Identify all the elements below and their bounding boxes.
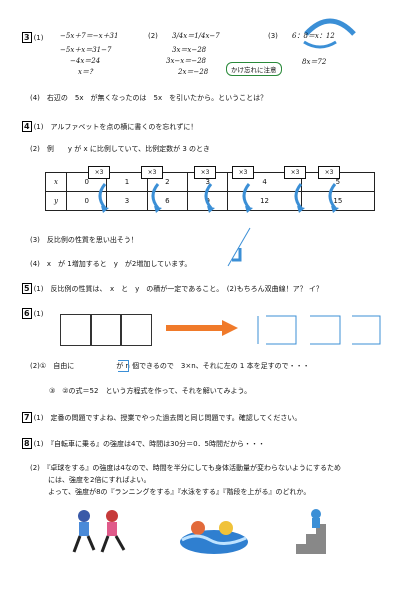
q4-number: 4 xyxy=(22,121,32,132)
y-cell: 15 xyxy=(300,191,376,211)
q6-p2: (2)① 自由に が n 個できるので 3×n、それに左の 1 本を足すので・・… xyxy=(30,362,310,370)
q3-p1-label: (1) xyxy=(33,34,44,42)
q3-p3-line2: 8x＝72 xyxy=(302,58,327,66)
q8-p2-line1: (2) 『卓球をする』の強度は4なので、時間を半分にしても身体活動量が変わらない… xyxy=(30,464,341,472)
open-squares-icon xyxy=(257,315,381,345)
q8-p2-line3: よって、強度が8の『ランニングをする』『水泳をする』『階段を上がる』のどれか。 xyxy=(48,488,311,496)
slope-triangle-icon xyxy=(227,227,251,267)
times3-label: ×3 xyxy=(88,166,110,179)
ratio-arc-icon xyxy=(304,18,356,36)
q5-number: 5 xyxy=(22,283,32,294)
q7-line: 7(1) 定番の問題ですよね、授業でやった過去問と同じ問題です。確認してください… xyxy=(22,412,301,423)
q5-p1: (1) 反比例の性質は、 x と y の積が一定であること。 (2)もちろん双曲… xyxy=(33,285,323,293)
open-square-icon xyxy=(118,360,129,372)
q6-p3: ③ ②の式＝52 という方程式を作って、それを解いてみよう。 xyxy=(49,387,252,395)
callout-bubble: かけ忘れに注意 xyxy=(226,62,282,76)
ratio-arc-lower-icon xyxy=(303,40,337,49)
q3-p1-line4: x＝？ xyxy=(78,68,96,76)
q8-p2-line2: には、強度を2倍にすればよい。 xyxy=(48,476,151,484)
q6-p1: (1) xyxy=(33,310,44,318)
q3-p3-line1: 6：8＝x：12 xyxy=(292,32,335,40)
swimming-illustration xyxy=(180,521,248,554)
matchstick-square xyxy=(120,314,152,346)
q8-number: 8 xyxy=(22,438,32,449)
times3-label: ×3 xyxy=(141,166,163,179)
y-cell: 3 xyxy=(106,191,148,211)
orange-arrow-icon xyxy=(166,320,238,336)
q4-p1: (1) アルファベットを点の横に書くのを忘れずに！ xyxy=(33,123,198,131)
q8-p1: (1) 『自転車に乗る』の強度は4で、時間は30分＝0．5時間だから・・・ xyxy=(33,440,265,448)
q4-p2: (2) 例 y が x に比例していて、比例定数が 3 のとき xyxy=(30,145,211,153)
q3-number: 3 xyxy=(22,32,32,43)
matchstick-square xyxy=(60,314,92,346)
q5-line: 5(1) 反比例の性質は、 x と y の積が一定であること。 (2)もちろん双… xyxy=(22,283,323,294)
q3-p2-line2: 3x＝x−28 xyxy=(172,46,207,54)
running-illustration xyxy=(72,510,126,553)
q4-line1: 4(1) アルファベットを点の横に書くのを忘れずに！ xyxy=(22,121,197,132)
q7-number: 7 xyxy=(22,412,32,423)
q3-header: 3(1) xyxy=(22,32,44,43)
q3-p1-line1: −5x＋7＝−x＋31 xyxy=(60,32,119,40)
q3-p3-label: (3) xyxy=(268,32,278,40)
times3-label: ×3 xyxy=(318,166,340,179)
times3-label: ×3 xyxy=(284,166,306,179)
curve-arrows-icon xyxy=(98,183,339,213)
q3-p4: (4) 右辺の 5x が無くなったのは 5x を引いたから。ということは？ xyxy=(30,94,268,102)
q6-line: 6(1) xyxy=(22,308,44,319)
q4-p3: (3) 反比例の性質を思い出そう！ xyxy=(30,236,138,244)
q7-p1: (1) 定番の問題ですよね、授業でやった過去問と同じ問題です。確認してください。 xyxy=(33,414,302,422)
q6-number: 6 xyxy=(22,308,32,319)
q3-p2-label: (2) xyxy=(148,32,158,40)
q4-p4: (4) x が 1増加すると y が2増加しています。 xyxy=(30,260,192,268)
q3-p2-line4: 2x＝−28 xyxy=(178,68,209,76)
q3-p2-line3: 3x−x＝−28 xyxy=(166,57,206,65)
q3-p1-line2: −5x＋x＝31−7 xyxy=(60,46,112,54)
times3-label: ×3 xyxy=(232,166,254,179)
q3-p2-line1: 3/4x＝1/4x−7 xyxy=(172,32,220,40)
times3-label: ×3 xyxy=(194,166,216,179)
stairs-illustration xyxy=(296,509,326,554)
q8-line: 8(1) 『自転車に乗る』の強度は4で、時間は30分＝0．5時間だから・・・ xyxy=(22,438,265,449)
q3-p1-line3: −4x＝24 xyxy=(70,57,101,65)
matchstick-square xyxy=(90,314,122,346)
